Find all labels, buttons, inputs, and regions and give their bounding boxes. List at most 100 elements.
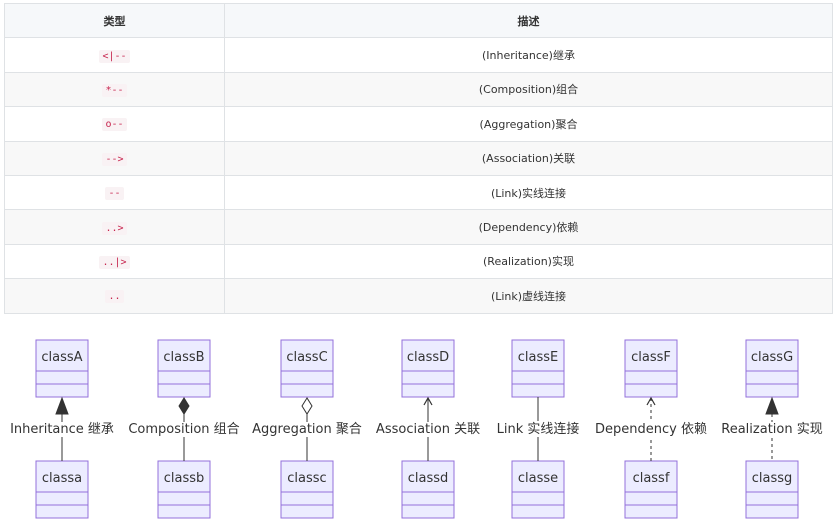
class-name: classg xyxy=(752,471,793,486)
class-box-classd: classD xyxy=(401,339,455,398)
relation-label: Inheritance 继承 xyxy=(10,422,114,437)
relation-label-bg xyxy=(594,422,708,437)
relation-label-bg xyxy=(9,422,115,437)
type-code: o-- xyxy=(102,118,127,132)
desc-cell: (Link)虚线连接 xyxy=(224,278,833,314)
relation-label-bg xyxy=(127,422,241,437)
relation-label-bg xyxy=(374,422,482,437)
desc-cell: (Link)实线连接 xyxy=(224,174,833,211)
class-name: classE xyxy=(518,350,559,365)
class-box-rect xyxy=(745,339,799,398)
relation-label-bg xyxy=(495,421,581,437)
class-box-rect xyxy=(401,339,455,398)
composition-diamond-icon xyxy=(178,397,190,415)
class-box-classc: classc xyxy=(280,460,334,519)
type-cell: .. xyxy=(4,278,225,314)
class-name: classb xyxy=(164,471,205,486)
relation-label: Dependency 依赖 xyxy=(595,422,707,437)
class-box-rect xyxy=(157,460,211,519)
class-box-classg: classg xyxy=(745,460,799,519)
class-box-rect xyxy=(624,460,678,519)
type-cell: -- xyxy=(4,174,225,211)
class-box-rect xyxy=(280,460,334,519)
table-header-row: 类型 描述 xyxy=(4,2,833,39)
relation-label: Realization 实现 xyxy=(721,422,822,437)
desc-cell: (Dependency)依赖 xyxy=(224,209,833,245)
class-name: classf xyxy=(633,471,670,486)
type-code: --> xyxy=(102,152,127,166)
desc-cell: (Realization)实现 xyxy=(224,243,833,280)
class-name: classB xyxy=(163,350,204,365)
class-box-rect xyxy=(157,339,211,398)
class-box-rect xyxy=(280,339,334,398)
class-box-classd: classd xyxy=(401,460,455,519)
table-row: -- (Link)实线连接 xyxy=(4,174,833,211)
relation-inheritance-6: Realization 实现 xyxy=(720,396,824,461)
class-box-rect xyxy=(511,339,565,398)
table-row: o-- (Aggregation)聚合 xyxy=(4,106,833,142)
type-cell: <|-- xyxy=(4,37,225,73)
class-box-classe: classe xyxy=(511,460,565,519)
class-box-rect xyxy=(35,460,89,519)
class-box-classf: classf xyxy=(624,460,678,519)
inheritance-arrow-icon xyxy=(55,396,69,415)
relation-link-4: Link 实线连接 xyxy=(495,397,581,461)
desc-cell: (Composition)组合 xyxy=(224,71,833,108)
class-box-classg: classG xyxy=(745,339,799,398)
type-code: -- xyxy=(105,187,124,201)
desc-cell: (Association)关联 xyxy=(224,140,833,176)
class-box-classe: classE xyxy=(511,339,565,398)
relation-association-5: Dependency 依赖 xyxy=(594,396,708,461)
class-name: classe xyxy=(518,471,558,486)
class-box-classc: classC xyxy=(280,339,334,398)
relation-label: Aggregation 聚合 xyxy=(252,422,362,437)
desc-cell: (Aggregation)聚合 xyxy=(224,106,833,142)
type-code: *-- xyxy=(102,83,127,97)
class-name: classc xyxy=(287,471,326,486)
relation-table-container: 类型 描述 <|-- (Inheritance)继承 *-- (Composit… xyxy=(4,2,833,314)
class-box-rect xyxy=(745,460,799,519)
aggregation-diamond-icon xyxy=(301,397,313,415)
type-cell: *-- xyxy=(4,71,225,108)
relation-label: Link 实线连接 xyxy=(497,421,580,437)
class-box-rect xyxy=(624,339,678,398)
relation-label: Association 关联 xyxy=(376,422,480,437)
class-box-classb: classb xyxy=(157,460,211,519)
type-code: <|-- xyxy=(99,49,130,63)
class-name: classF xyxy=(631,350,671,365)
class-box-classa: classA xyxy=(35,339,89,398)
type-cell: o-- xyxy=(4,106,225,142)
table-row: .. (Link)虚线连接 xyxy=(4,278,833,314)
desc-cell: (Inheritance)继承 xyxy=(224,37,833,73)
relation-association-3: Association 关联 xyxy=(374,396,482,461)
relation-label-bg xyxy=(720,422,824,437)
type-cell: --> xyxy=(4,140,225,176)
class-box-classf: classF xyxy=(624,339,678,398)
class-name: classa xyxy=(42,471,82,486)
class-name: classA xyxy=(41,350,82,365)
table-row: <|-- (Inheritance)继承 xyxy=(4,37,833,73)
class-box-classb: classB xyxy=(157,339,211,398)
class-name: classD xyxy=(407,350,449,365)
header-description: 描述 xyxy=(224,2,833,39)
class-box-rect xyxy=(401,460,455,519)
table-row: ..|> (Realization)实现 xyxy=(4,243,833,280)
relation-table: 类型 描述 <|-- (Inheritance)继承 *-- (Composit… xyxy=(4,2,833,314)
header-type: 类型 xyxy=(4,2,225,39)
class-box-rect xyxy=(35,339,89,398)
class-box-classa: classa xyxy=(35,460,89,519)
class-relations-diagram: classA classa Inheritance 继承 classB classb Co… xyxy=(9,339,824,519)
inheritance-arrow-icon xyxy=(765,396,779,415)
type-code: .. xyxy=(105,290,124,304)
relation-composition-1: Composition 组合 xyxy=(127,397,241,461)
relation-label-bg xyxy=(251,422,363,437)
class-name: classd xyxy=(408,471,449,486)
class-box-rect xyxy=(511,460,565,519)
type-cell: ..> xyxy=(4,209,225,245)
class-name: classC xyxy=(286,350,327,365)
table-row: *-- (Composition)组合 xyxy=(4,71,833,108)
type-code: ..> xyxy=(102,221,127,235)
relation-inheritance-0: Inheritance 继承 xyxy=(9,396,115,461)
type-code: ..|> xyxy=(99,255,130,269)
class-name: classG xyxy=(751,350,793,365)
